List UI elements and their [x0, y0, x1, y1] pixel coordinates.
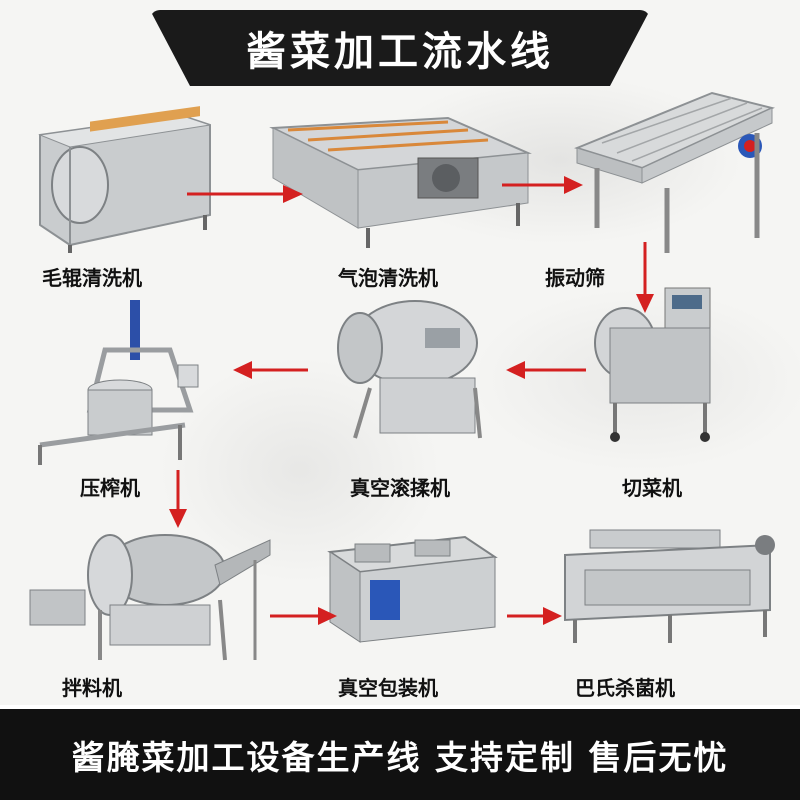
arrow-right-1 — [187, 185, 303, 203]
arrow-right-3 — [270, 607, 337, 625]
vibrating-screen — [574, 91, 775, 253]
label-brush-roller-washer: 毛辊清洗机 — [42, 266, 142, 290]
footer-banner: 酱腌菜加工设备生产线 支持定制 售后无忧 — [0, 705, 800, 800]
pasteurizer — [564, 529, 775, 643]
arrow-right-4 — [507, 607, 562, 625]
label-pasteurizer: 巴氏杀菌机 — [575, 676, 675, 700]
arrow-left-2 — [233, 361, 308, 379]
press-machine — [38, 300, 199, 465]
vacuum-packer — [327, 535, 498, 643]
label-vibrating-screen: 振动筛 — [545, 266, 605, 290]
brush-roller-washer — [38, 106, 211, 253]
arrow-down-1 — [636, 242, 654, 313]
vacuum-tumbler — [337, 300, 482, 439]
mixing-machine — [29, 534, 271, 661]
arrow-down-2 — [169, 470, 187, 528]
title-banner: 酱菜加工流水线 — [150, 10, 650, 86]
label-press-machine: 压榨机 — [80, 476, 140, 500]
label-bubble-washer: 气泡清洗机 — [338, 266, 438, 290]
label-vacuum-packer: 真空包装机 — [338, 676, 438, 700]
arrow-right-2 — [502, 176, 583, 194]
vegetable-cutter — [594, 287, 711, 442]
label-vacuum-tumbler: 真空滚揉机 — [350, 476, 450, 500]
footer-text: 酱腌菜加工设备生产线 支持定制 售后无忧 — [71, 737, 729, 777]
label-mixing-machine: 拌料机 — [62, 676, 122, 700]
arrow-left-1 — [506, 361, 586, 379]
page-title: 酱菜加工流水线 — [246, 29, 554, 75]
bubble-washer — [269, 116, 532, 248]
label-vegetable-cutter: 切菜机 — [622, 476, 682, 500]
